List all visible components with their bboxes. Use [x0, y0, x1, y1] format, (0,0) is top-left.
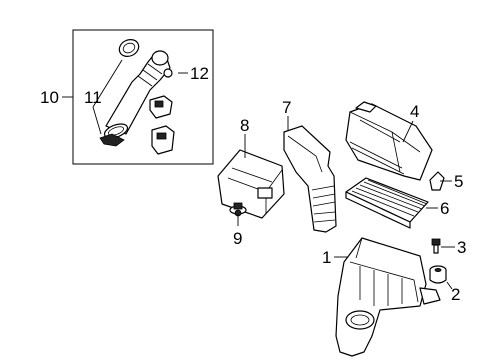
callout-12: 12 [190, 64, 209, 83]
duct-bracket-lower [151, 125, 175, 155]
cover-clip [429, 171, 445, 191]
air-filter-element [345, 177, 429, 229]
leader-2 [446, 281, 453, 290]
intake-duct-hose [103, 50, 173, 139]
air-cleaner-body [335, 237, 441, 357]
callout-9: 9 [233, 229, 242, 248]
callout-11: 11 [84, 88, 102, 107]
leader-4 [402, 120, 414, 143]
callout-10: 10 [40, 88, 59, 107]
leader-11a [92, 59, 123, 108]
callout-7: 7 [282, 98, 291, 117]
mounting-bolt [431, 238, 441, 254]
callout-4: 4 [410, 102, 419, 121]
callout-2: 2 [451, 285, 460, 304]
hose-clamp-bottom [99, 133, 125, 147]
air-inlet-duct [283, 125, 337, 233]
mount-insulator [429, 265, 447, 284]
leader-11b [92, 106, 102, 135]
hose-clamp-top [118, 39, 140, 57]
grommet-bolt [229, 202, 247, 217]
callout-5: 5 [454, 172, 463, 191]
resonator [217, 149, 285, 219]
callout-3: 3 [457, 238, 466, 257]
air-cleaner-cover [345, 101, 433, 181]
callout-8: 8 [240, 116, 249, 135]
duct-bracket-upper [149, 95, 173, 119]
callout-1: 1 [322, 248, 331, 267]
callout-6: 6 [440, 199, 449, 218]
